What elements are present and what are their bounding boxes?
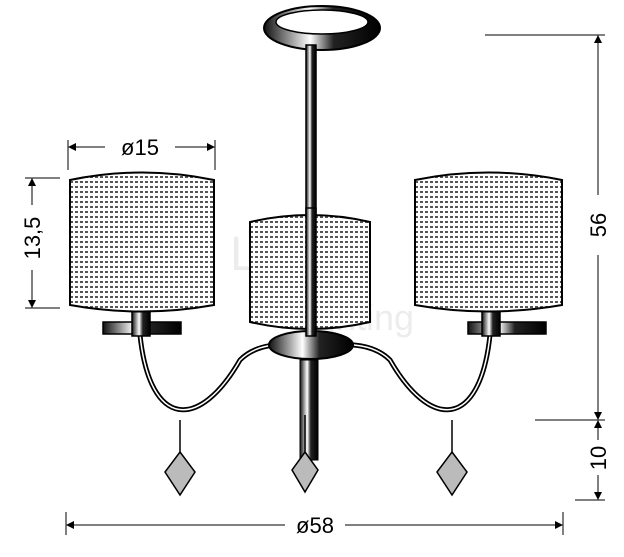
ceiling-canopy — [263, 5, 381, 51]
right-lamp-shade — [414, 171, 563, 313]
total-height-label: 56 — [586, 213, 611, 237]
crystal-drop-label: 10 — [586, 446, 611, 470]
crystals — [164, 415, 468, 497]
shade-height-label: 13,5 — [20, 217, 45, 260]
center-drop-stem — [299, 359, 319, 461]
dimension-lines — [25, 34, 605, 535]
total-diameter-label: ø58 — [296, 513, 334, 538]
shade-holders — [102, 305, 547, 337]
shade-diameter-label: ø15 — [121, 135, 159, 160]
left-lamp-shade — [69, 171, 215, 313]
